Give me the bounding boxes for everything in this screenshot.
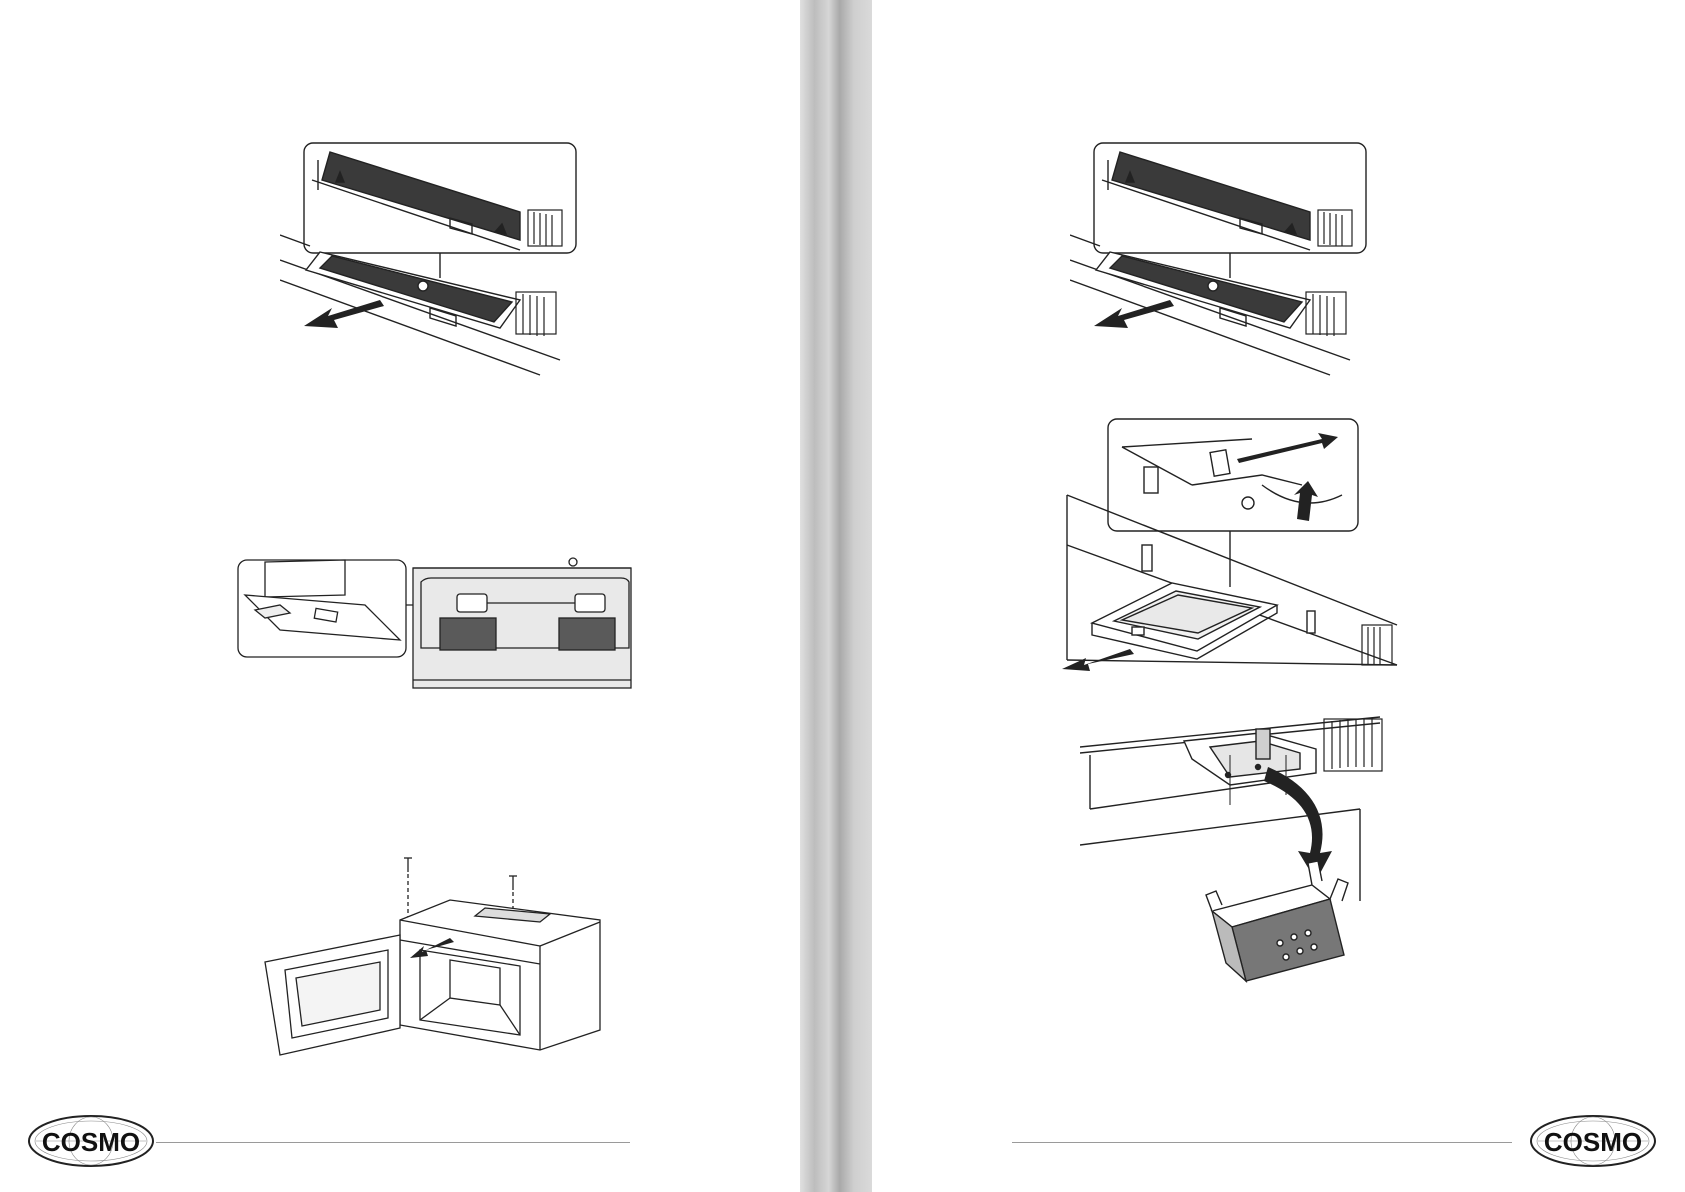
grease-filter-removal-figure-right — [1070, 140, 1390, 380]
left-page: COSMO — [0, 0, 800, 1192]
cosmo-logo-right: COSMO — [1528, 1113, 1658, 1169]
light-cover-screws-figure — [260, 850, 620, 1060]
cosmo-logo-left: COSMO — [26, 1113, 156, 1169]
binding-gutter — [800, 0, 872, 1192]
footer-rule-right — [1012, 1142, 1512, 1143]
right-page: COSMO — [872, 0, 1685, 1192]
grease-filter-removal-figure — [280, 140, 600, 380]
lamp-cover-removal-figure — [1080, 705, 1400, 985]
cosmo-logo-text: COSMO — [42, 1127, 140, 1157]
bottom-filter-release-figure — [1062, 415, 1402, 675]
footer-rule-left — [156, 1142, 630, 1143]
screw-icon — [404, 858, 517, 890]
charcoal-filter-panel-figure — [235, 550, 635, 690]
cosmo-logo-text-right: COSMO — [1544, 1127, 1642, 1157]
